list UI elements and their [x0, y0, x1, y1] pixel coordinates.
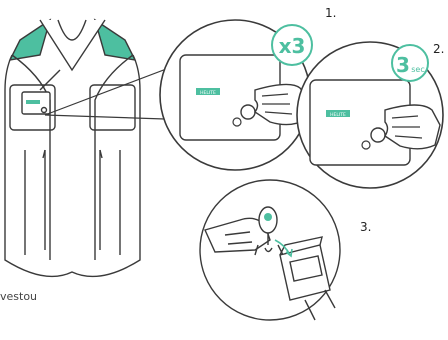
- press-count-badge: x3: [279, 34, 306, 58]
- caption-fragment: vestou: [0, 290, 38, 303]
- vest-drawing: [4, 18, 141, 278]
- helite-label-2: HELITE: [330, 112, 346, 118]
- step1-circle: [159, 19, 313, 171]
- step-3-label: 3.: [360, 220, 372, 234]
- step3-circle: [199, 179, 341, 321]
- hold-seconds-unit: sec: [411, 65, 425, 74]
- step2-circle: [296, 41, 444, 189]
- rotation-arrow-icon: [274, 239, 291, 256]
- step-1-label: 1.: [325, 6, 337, 20]
- arrow-head-icon: [285, 248, 293, 258]
- helite-label-1: HELITE: [200, 90, 216, 96]
- step-2-label: 2.: [433, 42, 445, 56]
- hold-seconds-number: 3: [396, 53, 410, 77]
